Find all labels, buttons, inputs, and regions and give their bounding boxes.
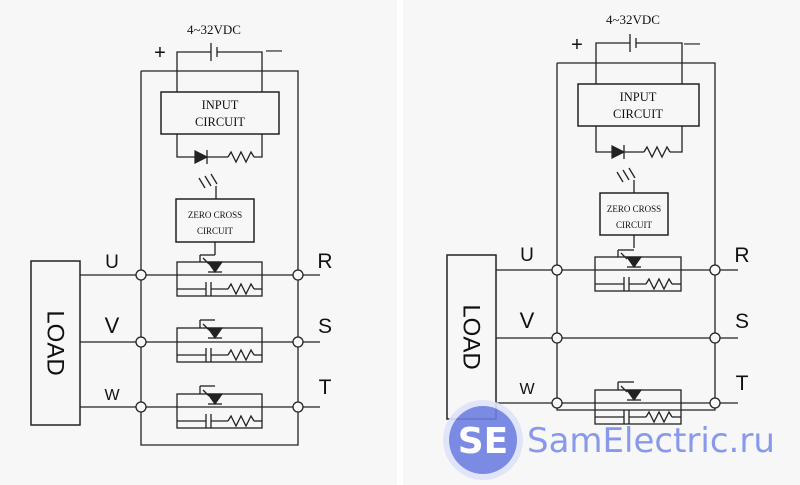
- phase-t-label: T: [736, 372, 749, 395]
- phase-s-label: S: [735, 310, 749, 333]
- triac-block-u: [176, 254, 263, 297]
- node: [292, 336, 304, 348]
- zero-cross-box: [599, 192, 669, 236]
- phase-w-label: W: [519, 381, 535, 398]
- load-label: LOAD: [42, 310, 69, 375]
- zero-cross-label-2: CIRCUIT: [197, 226, 234, 236]
- node: [135, 336, 147, 348]
- plus-sign: +: [154, 42, 166, 64]
- input-circuit-box: [160, 91, 280, 135]
- minus-sign: —: [266, 42, 282, 59]
- node: [135, 269, 147, 281]
- phase-v-label: V: [520, 308, 535, 333]
- node: [292, 401, 304, 413]
- load-box: [446, 254, 497, 420]
- phase-u-label: U: [520, 245, 534, 266]
- zero-cross-label-1: ZERO CROSS: [607, 204, 661, 214]
- triac-block-w: [176, 385, 263, 429]
- input-circuit-label-1: INPUT: [620, 90, 657, 104]
- node: [551, 332, 563, 344]
- phase-t-label: T: [319, 376, 332, 399]
- left-diagram: 4~32VDC + — INPUT CIRCUIT ZERO CROSS CIR…: [30, 22, 333, 446]
- supply-voltage-label: 4~32VDC: [606, 12, 660, 27]
- node: [551, 397, 563, 409]
- triac-block-u: [594, 249, 682, 292]
- watermark-logo: [449, 406, 517, 474]
- supply-voltage-label: 4~32VDC: [187, 22, 241, 37]
- phase-v-label: V: [105, 313, 120, 338]
- phase-s-label: S: [318, 315, 332, 338]
- phase-r-label: R: [734, 244, 749, 267]
- input-circuit-box: [577, 83, 700, 127]
- right-diagram: 4~32VDC + — INPUT CIRCUIT ZERO CROSS CIR…: [446, 12, 750, 425]
- watermark-logo-text: SE: [458, 421, 509, 462]
- node: [709, 264, 721, 276]
- phase-r-label: R: [317, 250, 332, 273]
- zero-cross-label-2: CIRCUIT: [616, 220, 653, 230]
- node: [709, 397, 721, 409]
- phase-u-label: U: [105, 252, 119, 273]
- load-label: LOAD: [458, 304, 485, 369]
- input-circuit-label-1: INPUT: [202, 98, 239, 112]
- plus-sign: +: [571, 34, 583, 56]
- watermark-text: SamElectric.ru: [527, 421, 775, 461]
- watermark: SE SamElectric.ru: [443, 400, 775, 480]
- zero-cross-label-1: ZERO CROSS: [188, 210, 242, 220]
- triac-block-v: [176, 319, 263, 363]
- node: [135, 401, 147, 413]
- input-circuit-label-2: CIRCUIT: [613, 107, 663, 121]
- minus-sign: —: [684, 35, 700, 52]
- node: [709, 332, 721, 344]
- phase-w-label: W: [104, 387, 120, 404]
- triac-block-w: [594, 381, 682, 425]
- node: [551, 264, 563, 276]
- input-circuit-label-2: CIRCUIT: [195, 115, 245, 129]
- node: [292, 269, 304, 281]
- load-box: [30, 260, 81, 426]
